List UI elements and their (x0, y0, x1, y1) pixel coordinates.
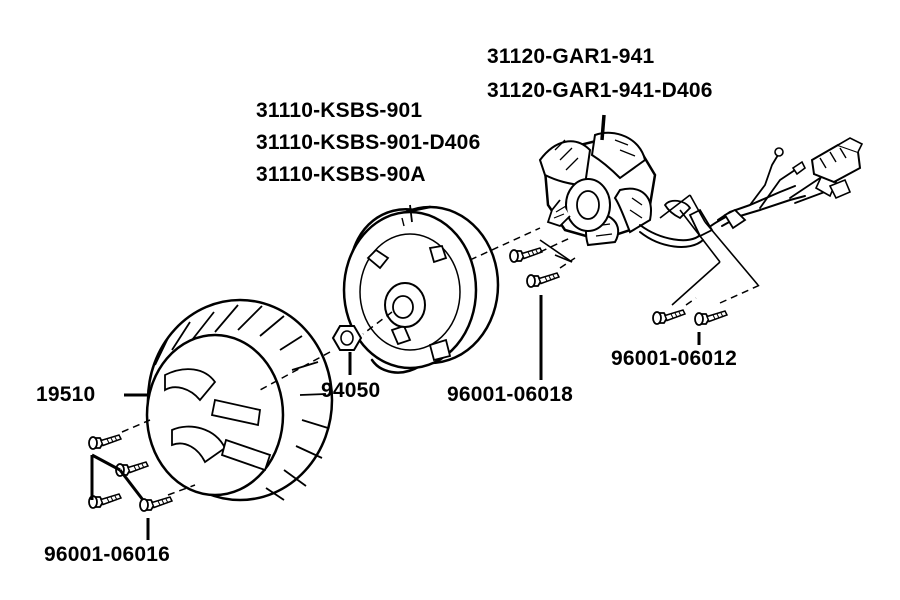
bolt-fan-bottom (88, 493, 122, 509)
part-label-flywheel-1: 31110-KSBS-901 (256, 99, 423, 122)
wire-harness (639, 137, 864, 248)
bolt-flywheel-lower (526, 272, 560, 288)
bolt-flywheel-upper (509, 247, 543, 263)
stator (538, 114, 657, 247)
bolt-stator-right (694, 310, 728, 326)
stator-guide-lines (539, 194, 759, 306)
flywheel (342, 204, 500, 374)
part-label-bolt-left: 96001-06016 (44, 543, 170, 566)
part-label-bolt-right: 96001-06012 (611, 347, 737, 370)
part-label-flywheel-2: 31110-KSBS-901-D406 (256, 131, 481, 154)
part-label-nut: 94050 (321, 379, 381, 402)
cooling-fan (145, 298, 334, 502)
part-label-stator-1: 31120-GAR1-941 (487, 45, 655, 68)
part-label-flywheel-3: 31110-KSBS-90A (256, 163, 426, 186)
part-label-fan: 19510 (36, 383, 96, 406)
bolt-stator-left (652, 309, 686, 325)
bolt-fan-lower (139, 496, 173, 512)
part-label-stator-2: 31120-GAR1-941-D406 (487, 79, 713, 102)
assembly-axis-lines (121, 227, 761, 496)
part-label-bolt-center: 96001-06018 (447, 383, 573, 406)
leader-lines (90, 295, 701, 540)
bolt-fan-middle (115, 461, 149, 477)
bolt-fan-top (88, 434, 122, 450)
center-nut (331, 325, 363, 351)
